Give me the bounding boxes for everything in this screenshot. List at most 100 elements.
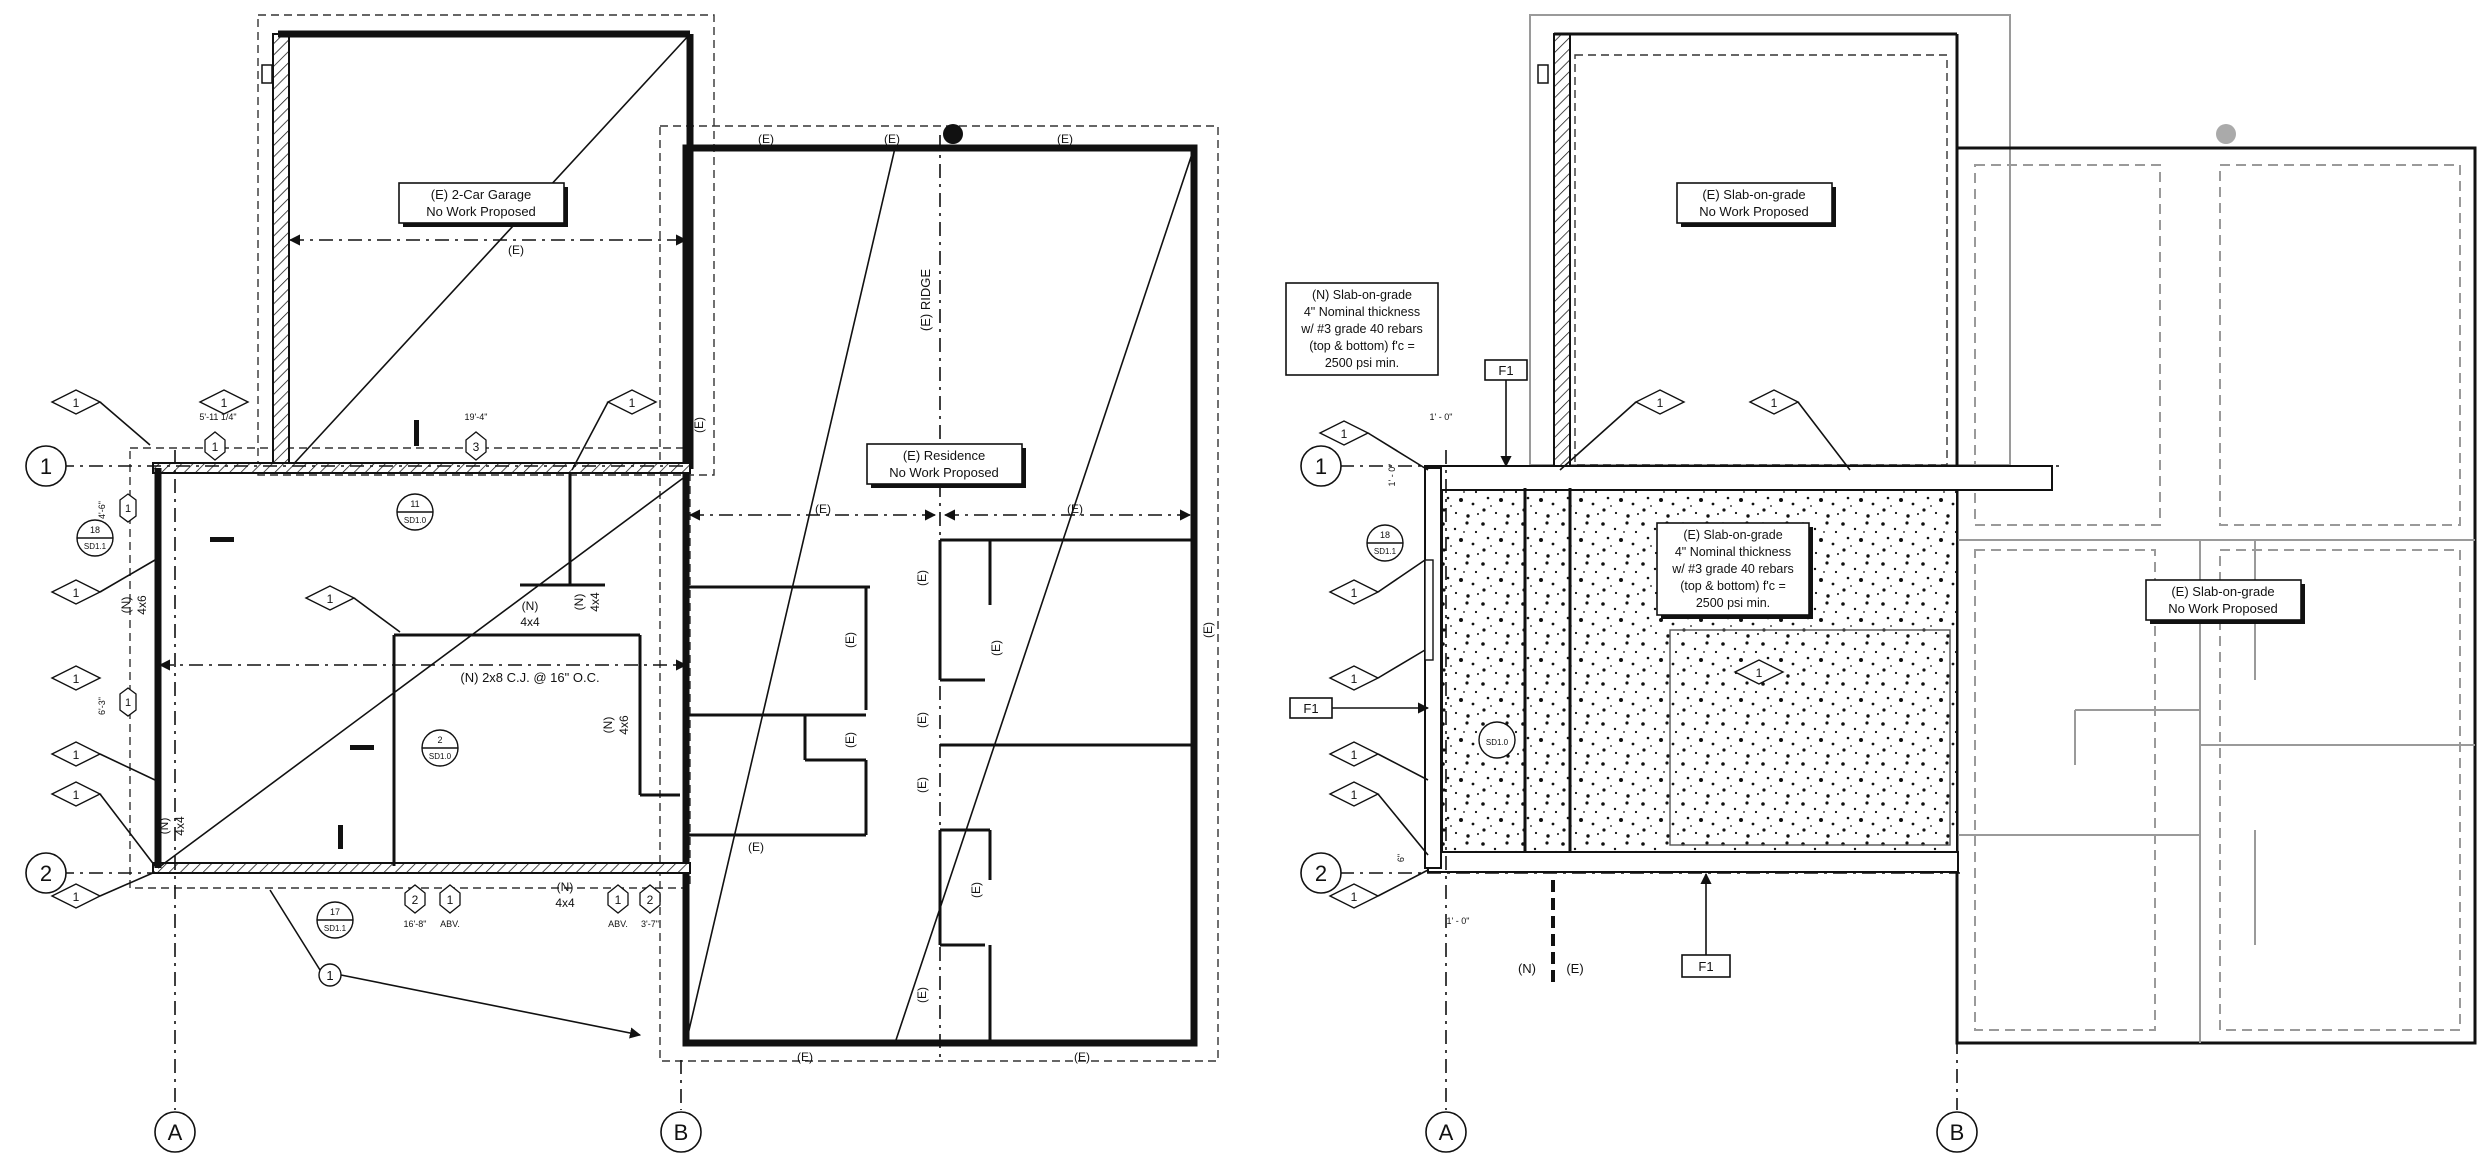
svg-text:1: 1 <box>1351 748 1358 762</box>
svg-text:(N): (N) <box>601 717 615 734</box>
svg-text:1' - 0": 1' - 0" <box>1430 412 1453 422</box>
residence-note: (E) Residence No Work Proposed <box>866 443 1026 488</box>
svg-text:1: 1 <box>212 440 219 454</box>
grid-bubble-1: 1 <box>40 454 52 479</box>
section-markers-left: 11 SD1.0 2 SD1.0 17 SD1.1 18 SD1.1 <box>76 493 459 939</box>
footing-tags: F1 F1 F1 <box>1289 359 1731 978</box>
svg-text:F1: F1 <box>1698 959 1713 974</box>
svg-text:2: 2 <box>412 893 419 907</box>
grid-bubble-b: B <box>674 1120 689 1145</box>
keynote-tags-right: 1 1 1 1 1 1 1 1 1 <box>1318 389 1851 909</box>
svg-text:(E) Slab-on-grade: (E) Slab-on-grade <box>1683 528 1782 542</box>
svg-text:19'-4": 19'-4" <box>465 412 488 422</box>
garage-slab-note: (E) Slab-on-grade No Work Proposed <box>1676 182 1836 227</box>
svg-text:w/ #3 grade 40 rebars: w/ #3 grade 40 rebars <box>1671 562 1794 576</box>
svg-text:4" Nominal thickness: 4" Nominal thickness <box>1304 305 1420 319</box>
svg-text:(E): (E) <box>969 882 983 898</box>
grid-bubble-a-right: A <box>1439 1120 1454 1145</box>
svg-text:1: 1 <box>221 396 228 410</box>
garage-right <box>1537 32 1959 470</box>
svg-text:ABV.: ABV. <box>440 919 460 929</box>
svg-text:No Work Proposed: No Work Proposed <box>889 465 999 480</box>
svg-text:1: 1 <box>1351 672 1358 686</box>
svg-text:(N): (N) <box>119 597 133 614</box>
svg-text:1: 1 <box>326 968 333 983</box>
svg-text:4x4: 4x4 <box>520 615 540 629</box>
svg-text:(E): (E) <box>758 132 774 146</box>
svg-text:1: 1 <box>615 893 622 907</box>
svg-text:2: 2 <box>647 893 654 907</box>
svg-text:(E): (E) <box>843 732 857 748</box>
svg-text:(E) Residence: (E) Residence <box>903 448 985 463</box>
svg-text:(N): (N) <box>557 880 574 894</box>
svg-text:SD1.0: SD1.0 <box>429 752 452 761</box>
svg-text:F1: F1 <box>1498 363 1513 378</box>
svg-text:1: 1 <box>73 586 80 600</box>
svg-text:(E): (E) <box>884 132 900 146</box>
svg-text:1: 1 <box>1771 396 1778 410</box>
existing-slab-detail-note: (E) Slab-on-grade 4" Nominal thickness w… <box>1656 522 1813 619</box>
svg-text:ABV.: ABV. <box>608 919 628 929</box>
svg-text:4x4: 4x4 <box>555 896 575 910</box>
section-markers-right: 18 SD1.1 SD1.0 <box>1366 524 1516 759</box>
svg-text:1: 1 <box>73 396 80 410</box>
svg-text:1: 1 <box>447 893 454 907</box>
svg-text:(E) 2-Car Garage: (E) 2-Car Garage <box>431 187 531 202</box>
svg-text:4x6: 4x6 <box>135 595 149 615</box>
ridge-label: (E) RIDGE <box>918 269 933 331</box>
svg-text:(E): (E) <box>915 987 929 1003</box>
svg-text:2500 psi min.: 2500 psi min. <box>1696 596 1770 610</box>
svg-text:1: 1 <box>1756 666 1763 680</box>
garage-note: (E) 2-Car Garage No Work Proposed <box>398 182 568 227</box>
svg-text:1: 1 <box>327 592 334 606</box>
hex-tags-left: 1 3 1 1 2 1 1 2 <box>119 431 661 914</box>
svg-text:5'-11 1/4": 5'-11 1/4" <box>199 412 236 422</box>
svg-text:No Work Proposed: No Work Proposed <box>1699 204 1809 219</box>
svg-text:18: 18 <box>1380 530 1390 540</box>
svg-text:w/ #3 grade 40 rebars: w/ #3 grade 40 rebars <box>1300 322 1423 336</box>
svg-text:4x6: 4x6 <box>617 715 631 735</box>
svg-text:6'-3": 6'-3" <box>97 697 107 715</box>
residence-slab-note: (E) Slab-on-grade No Work Proposed <box>2145 579 2305 624</box>
svg-text:1: 1 <box>1351 788 1358 802</box>
svg-text:1: 1 <box>125 697 131 709</box>
svg-text:1' - 0": 1' - 0" <box>1387 464 1397 487</box>
svg-text:(N) Slab-on-grade: (N) Slab-on-grade <box>1312 288 1412 302</box>
svg-text:SD1.1: SD1.1 <box>324 924 347 933</box>
residence-walls <box>682 135 1198 1060</box>
svg-text:1: 1 <box>73 788 80 802</box>
svg-text:(N): (N) <box>157 818 171 835</box>
svg-text:1: 1 <box>1341 427 1348 441</box>
svg-text:1: 1 <box>1657 396 1664 410</box>
svg-text:11: 11 <box>410 499 419 509</box>
svg-text:(E): (E) <box>692 417 706 433</box>
svg-text:(E): (E) <box>1201 622 1215 638</box>
addition-walls <box>152 462 691 874</box>
svg-text:F1: F1 <box>1303 701 1318 716</box>
svg-text:SD1.1: SD1.1 <box>1374 547 1397 556</box>
svg-text:3: 3 <box>473 440 480 454</box>
svg-text:1: 1 <box>1351 586 1358 600</box>
keynote-tags-left: 1 1 1 1 1 1 1 1 1 1 <box>50 389 658 1039</box>
grid-bubble-2: 2 <box>40 861 52 886</box>
svg-text:4'-6": 4'-6" <box>97 501 107 519</box>
svg-text:16'-8": 16'-8" <box>404 919 427 929</box>
svg-text:18: 18 <box>90 525 100 535</box>
svg-text:(E): (E) <box>843 632 857 648</box>
svg-text:SD1.1: SD1.1 <box>84 542 107 551</box>
svg-text:17: 17 <box>330 907 340 917</box>
svg-text:(top & bottom) f'c =: (top & bottom) f'c = <box>1309 339 1415 353</box>
svg-text:SD1.0: SD1.0 <box>1486 738 1509 747</box>
svg-text:1: 1 <box>73 890 80 904</box>
svg-text:(N): (N) <box>572 594 586 611</box>
svg-text:(E): (E) <box>1067 502 1083 516</box>
right-plan: 1 2 A B 1 1 1 1 1 1 1 <box>1285 14 2477 1153</box>
svg-text:(E): (E) <box>1057 132 1073 146</box>
svg-text:1: 1 <box>73 748 80 762</box>
svg-text:1: 1 <box>125 503 131 515</box>
svg-text:2: 2 <box>437 735 442 745</box>
svg-text:(E) Slab-on-grade: (E) Slab-on-grade <box>2171 584 2274 599</box>
svg-text:4x4: 4x4 <box>588 592 602 612</box>
svg-text:(E): (E) <box>989 640 1003 656</box>
